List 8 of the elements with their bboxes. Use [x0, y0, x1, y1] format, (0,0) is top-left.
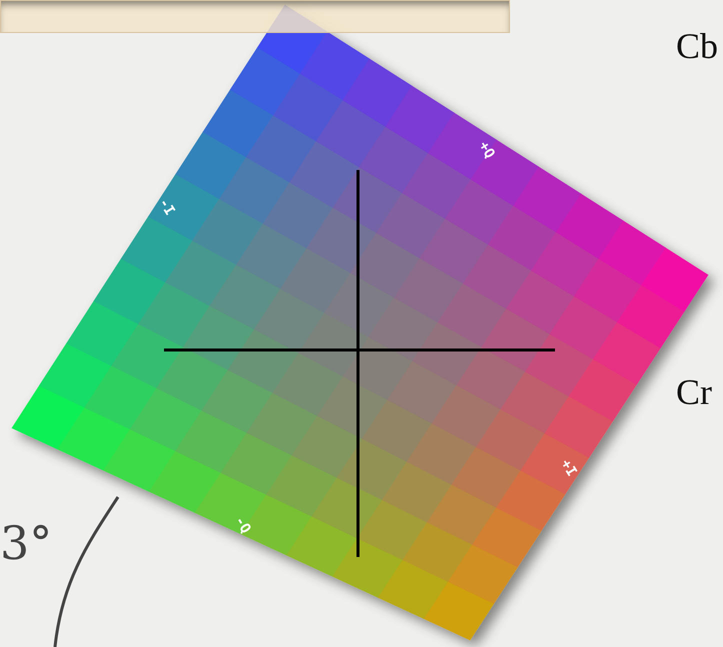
- axis-label: Cr: [676, 374, 712, 410]
- angle-label: 3°: [0, 520, 52, 566]
- axis-label: -Q: [232, 514, 253, 536]
- axis-label: +Q: [476, 139, 497, 161]
- axis-label: +I: [558, 457, 579, 479]
- axis-label: -I: [156, 196, 177, 218]
- card-background: [0, 0, 510, 33]
- axis-label: Cb: [676, 28, 718, 64]
